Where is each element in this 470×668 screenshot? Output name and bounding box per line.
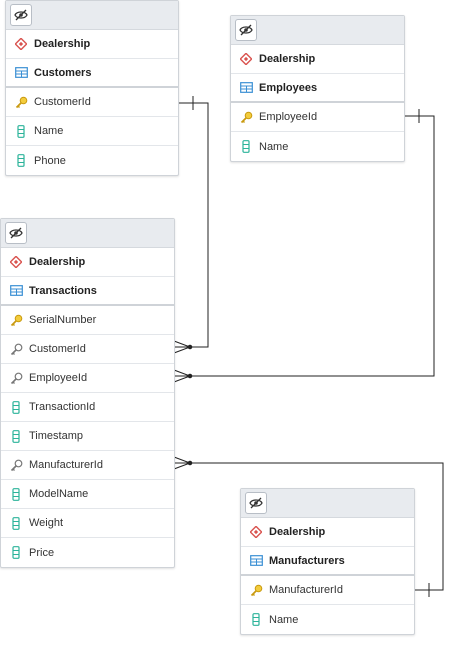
schema-name: Dealership [29, 256, 86, 268]
column-name: Name [259, 140, 289, 153]
entity-manufacturers[interactable]: Dealership Manufacturers ManufacturerId … [240, 488, 415, 635]
column-name: Name [269, 613, 299, 626]
column-row[interactable]: Name [6, 117, 178, 146]
column-row[interactable]: Name [231, 132, 404, 161]
column-row[interactable]: Price [1, 538, 174, 567]
column-name: SerialNumber [29, 314, 97, 326]
table-row[interactable]: Transactions [1, 277, 174, 306]
column-name: Timestamp [29, 430, 83, 442]
column-row[interactable]: SerialNumber [1, 306, 174, 335]
column-row[interactable]: Weight [1, 509, 174, 538]
relationship-employee[interactable] [173, 109, 435, 383]
column-row[interactable]: Name [241, 605, 414, 634]
table-icon [8, 67, 34, 78]
column-row[interactable]: ModelName [1, 480, 174, 509]
column-row[interactable]: CustomerId [1, 335, 174, 364]
visibility-toggle[interactable] [10, 4, 32, 26]
schema-row[interactable]: Dealership [1, 248, 174, 277]
schema-name: Dealership [259, 53, 316, 65]
column-row[interactable]: CustomerId [6, 88, 178, 117]
column-name: ManufacturerId [269, 584, 343, 596]
relationship-customer[interactable] [173, 96, 209, 354]
many-marker [173, 369, 191, 377]
key-icon [233, 111, 259, 124]
eye-slash-icon [239, 24, 253, 36]
entity-transactions[interactable]: Dealership Transactions SerialNumber Cus… [0, 218, 175, 568]
column-name: CustomerId [34, 96, 91, 108]
column-icon [3, 546, 29, 559]
table-name: Transactions [29, 284, 97, 297]
column-name: Price [29, 546, 55, 559]
column-icon [3, 429, 29, 443]
table-row[interactable]: Employees [231, 74, 404, 103]
entity-header [6, 1, 178, 30]
column-name: Name [34, 125, 64, 137]
column-row[interactable]: TransactionId [1, 393, 174, 422]
table-icon [233, 82, 259, 93]
column-icon [3, 516, 29, 530]
relationship-manufacturer[interactable] [173, 456, 444, 597]
schema-row[interactable]: Dealership [6, 30, 178, 59]
diamond-icon [3, 256, 29, 268]
entity-header [1, 219, 174, 248]
column-name: CustomerId [29, 343, 86, 355]
column-name: Weight [29, 517, 64, 529]
column-name: EmployeeId [29, 372, 88, 384]
entity-employees[interactable]: Dealership Employees EmployeeId Name [230, 15, 405, 162]
column-icon [3, 400, 29, 414]
table-icon [3, 285, 29, 296]
table-icon [243, 555, 269, 566]
column-icon [243, 613, 269, 626]
column-row[interactable]: EmployeeId [231, 103, 404, 132]
column-name: ManufacturerId [29, 459, 103, 471]
column-icon [233, 140, 259, 153]
eye-slash-icon [14, 9, 28, 21]
column-name: Phone [34, 154, 66, 167]
diamond-icon [8, 38, 34, 50]
diamond-icon [233, 53, 259, 65]
entity-header [241, 489, 414, 518]
many-marker [173, 456, 191, 464]
schema-row[interactable]: Dealership [241, 518, 414, 547]
column-name: ModelName [29, 488, 89, 500]
key-icon [243, 584, 269, 597]
table-name: Manufacturers [269, 554, 345, 567]
diamond-icon [243, 526, 269, 538]
table-row[interactable]: Manufacturers [241, 547, 414, 576]
column-row[interactable]: ManufacturerId [1, 451, 174, 480]
column-row[interactable]: Phone [6, 146, 178, 175]
column-icon [8, 124, 34, 138]
column-name: EmployeeId [259, 111, 318, 123]
eye-slash-icon [249, 497, 263, 509]
table-name: Customers [34, 66, 92, 79]
key-icon [3, 314, 29, 327]
column-icon [3, 487, 29, 501]
eye-slash-icon [9, 227, 23, 239]
foreign-key-icon [3, 343, 29, 356]
schema-name: Dealership [269, 526, 326, 538]
column-icon [8, 154, 34, 167]
column-row[interactable]: ManufacturerId [241, 576, 414, 605]
column-name: TransactionId [29, 401, 96, 413]
visibility-toggle[interactable] [5, 222, 27, 244]
entity-customers[interactable]: Dealership Customers CustomerId Name Pho… [5, 0, 179, 176]
column-row[interactable]: Timestamp [1, 422, 174, 451]
visibility-toggle[interactable] [245, 492, 267, 514]
schema-name: Dealership [34, 38, 91, 50]
schema-row[interactable]: Dealership [231, 45, 404, 74]
entity-header [231, 16, 404, 45]
foreign-key-icon [3, 372, 29, 385]
column-row[interactable]: EmployeeId [1, 364, 174, 393]
foreign-key-icon [3, 459, 29, 472]
table-name: Employees [259, 81, 318, 94]
visibility-toggle[interactable] [235, 19, 257, 41]
many-marker [173, 340, 191, 348]
table-row[interactable]: Customers [6, 59, 178, 88]
key-icon [8, 96, 34, 109]
